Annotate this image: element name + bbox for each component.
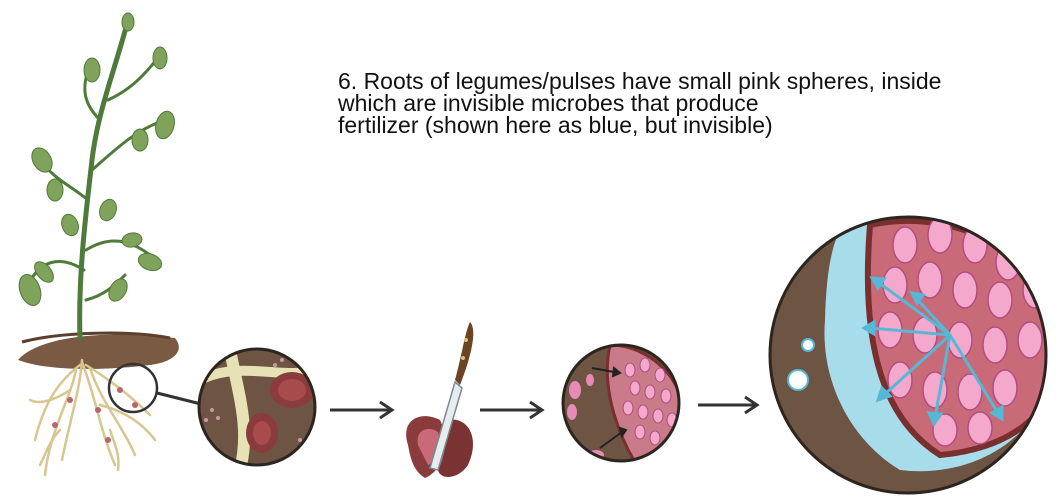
legume-plant — [15, 13, 205, 475]
caption-line-1: 6. Roots of legumes/pulses have small pi… — [338, 70, 1053, 92]
arrow-right-icon — [480, 402, 542, 418]
knife-cutting-nodule — [406, 322, 473, 478]
caption-line-3: fertilizer (shown here as blue, but invi… — [338, 114, 1053, 136]
arrow-right-icon — [330, 402, 392, 418]
root-system — [30, 360, 155, 475]
plant-leaves — [15, 13, 177, 308]
soil-mound — [18, 334, 179, 368]
diagram-caption: 6. Roots of legumes/pulses have small pi… — [338, 70, 1053, 136]
zoom-root-nodules — [199, 349, 320, 470]
zoom-nodule-interior — [563, 345, 685, 470]
arrow-right-icon — [698, 397, 757, 413]
zoom-microbes — [770, 217, 1060, 493]
caption-line-2: which are invisible microbes that produc… — [338, 92, 1053, 114]
